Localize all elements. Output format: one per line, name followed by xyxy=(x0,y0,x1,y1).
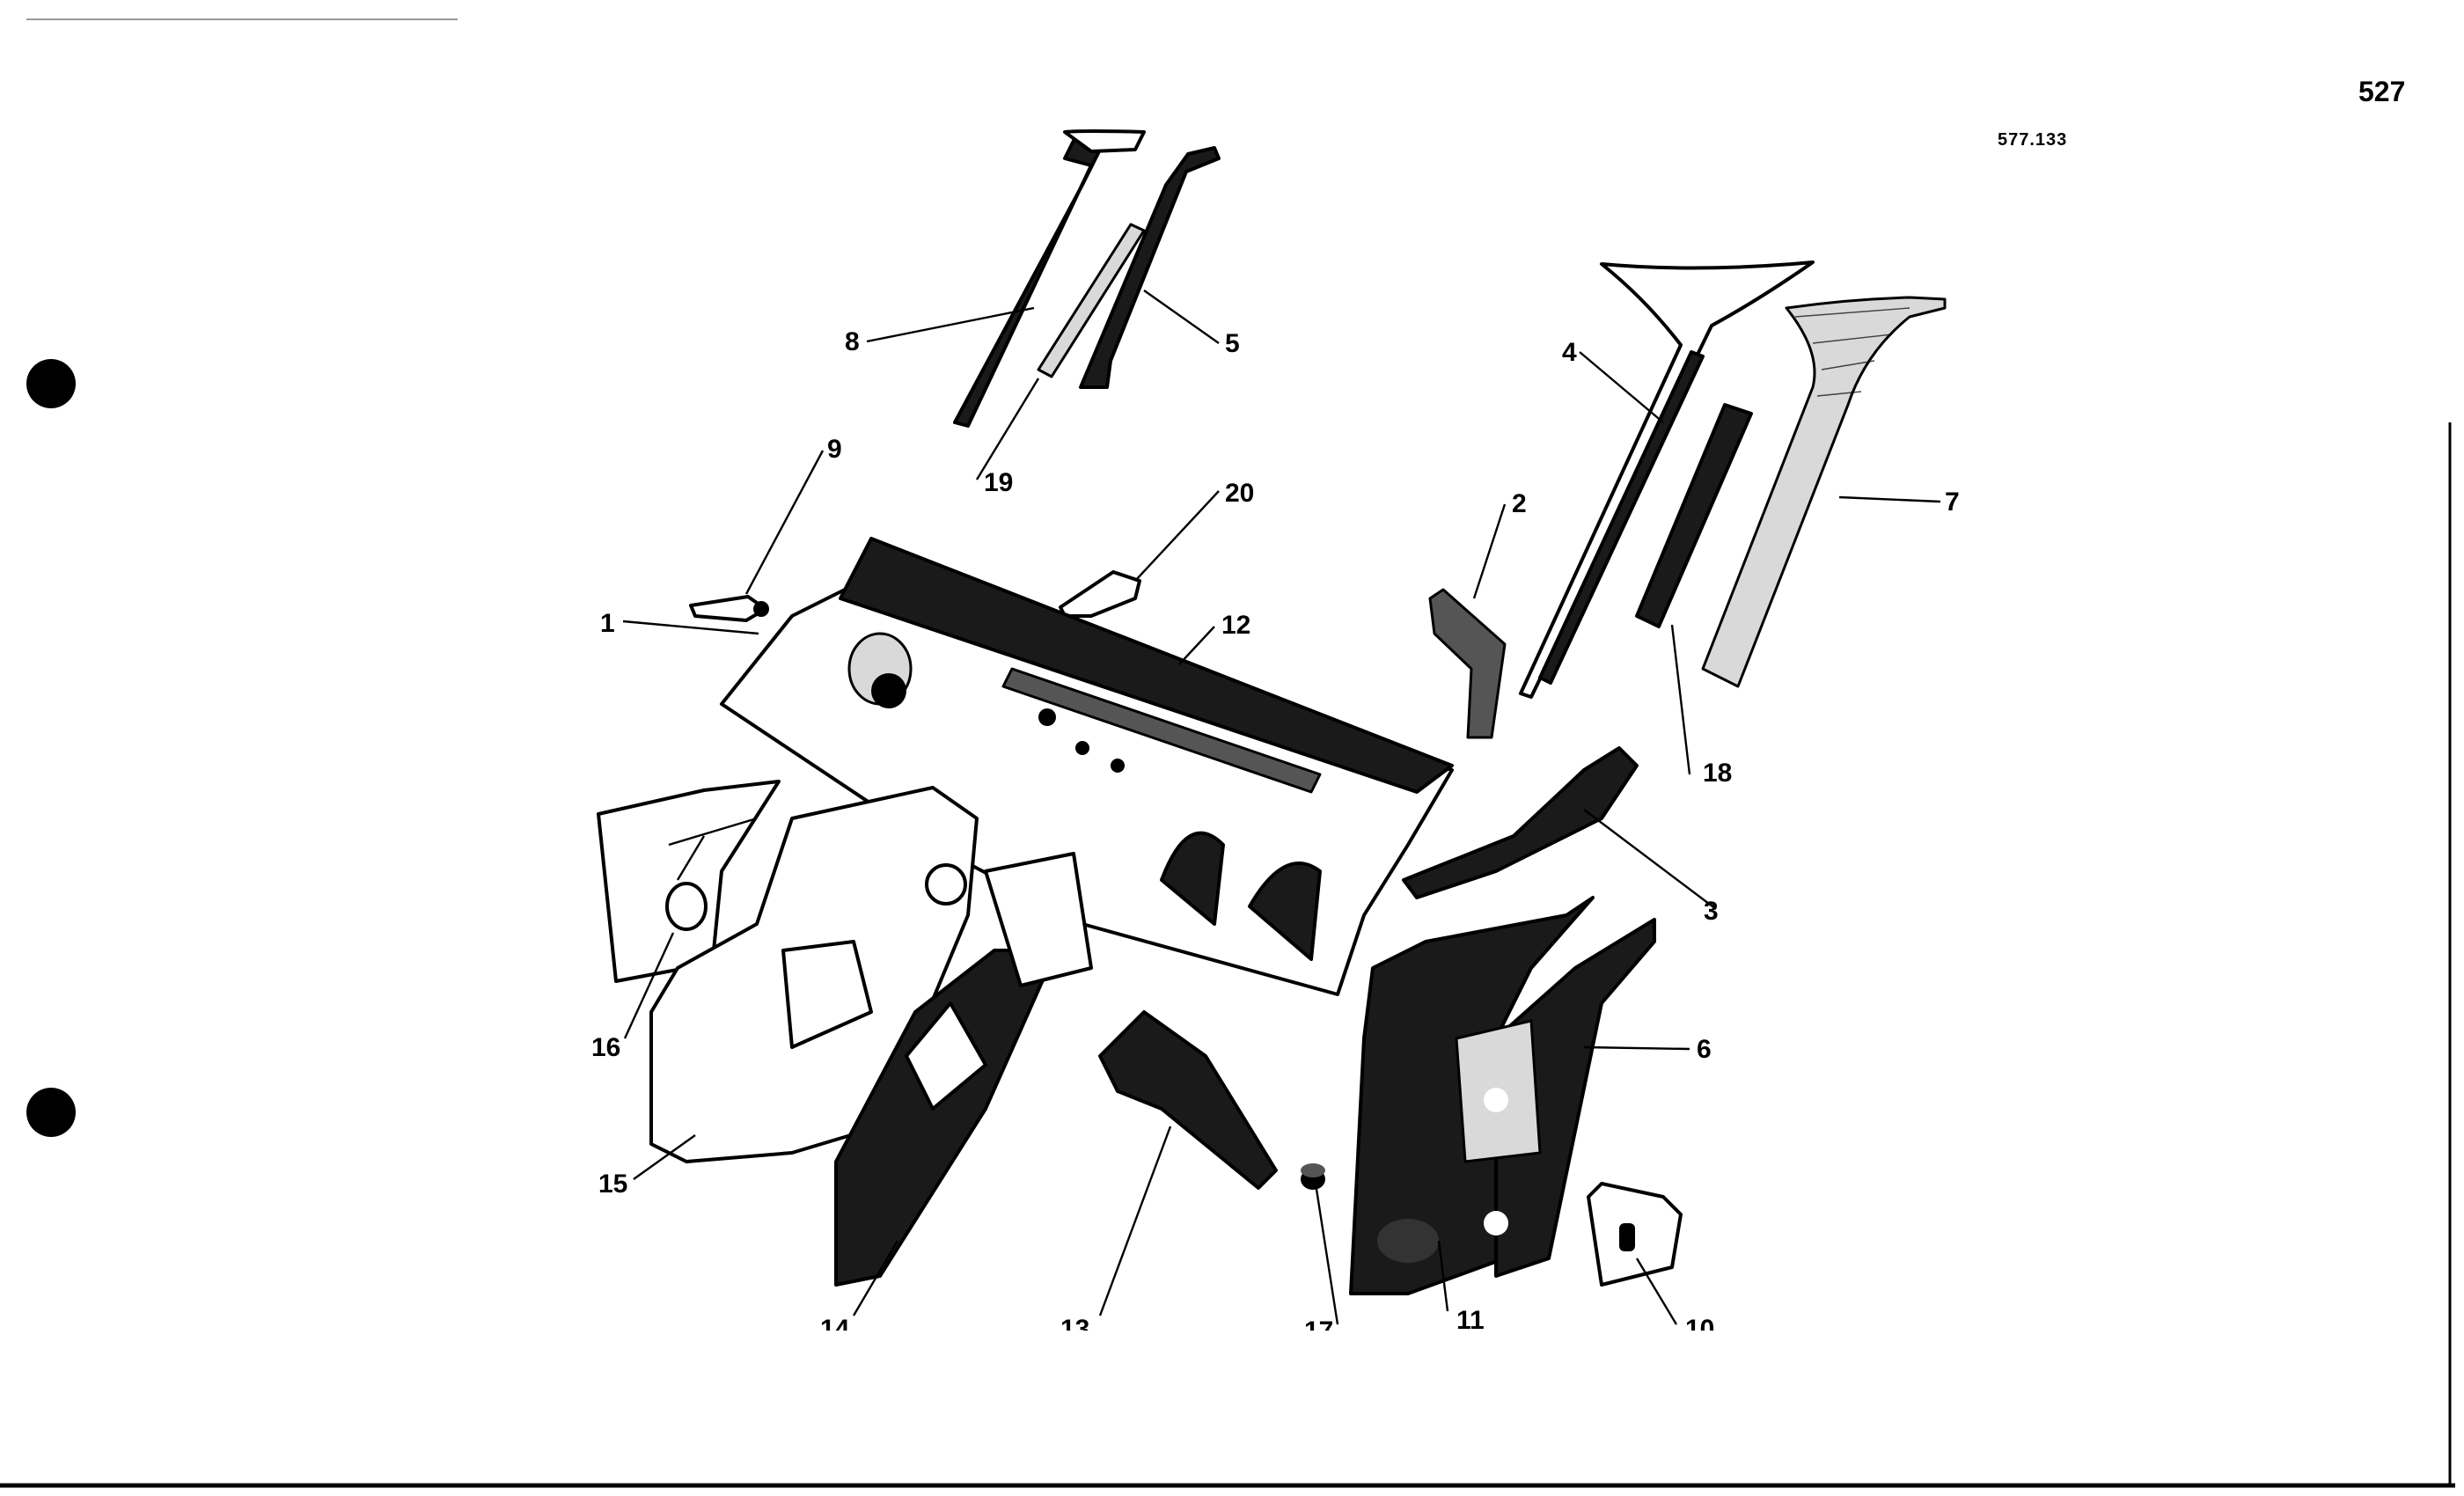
cropped-area xyxy=(781,1331,1714,1480)
callout-16: 16 xyxy=(591,1033,620,1062)
part-10-plate xyxy=(1587,1182,1683,1287)
callout-19: 19 xyxy=(984,468,1013,497)
callout-3: 3 xyxy=(1704,897,1719,926)
callout-7: 7 xyxy=(1945,488,1960,517)
part-7-b-pillar-trim xyxy=(1701,296,1947,688)
leader-lines xyxy=(622,290,1941,1325)
binder-hole-icon xyxy=(26,1088,76,1137)
part-9-bracket xyxy=(689,595,769,622)
callout-4: 4 xyxy=(1562,338,1577,367)
part-5-a-pillar-trim xyxy=(1079,146,1221,389)
part-6-hinge-pillar-panel xyxy=(1349,896,1656,1295)
callout-6: 6 xyxy=(1697,1035,1712,1064)
part-20-bracket xyxy=(1059,570,1141,618)
callout-15: 15 xyxy=(598,1170,627,1199)
callout-1: 1 xyxy=(600,609,615,638)
part-4-b-pillar xyxy=(1519,260,1815,699)
part-13-bracket xyxy=(1098,1010,1278,1190)
part-17-grommet xyxy=(1301,1163,1325,1190)
page-number: 527 xyxy=(2358,76,2406,107)
callout-5: 5 xyxy=(1225,329,1240,358)
illustration-reference-code: 577.133 xyxy=(1998,130,2068,150)
part-19-pillar-seal xyxy=(1037,223,1146,378)
binder-hole-icon xyxy=(26,359,76,408)
callout-8: 8 xyxy=(845,327,860,356)
part-1-dashboard-panel xyxy=(720,537,1454,996)
callout-12: 12 xyxy=(1221,611,1250,640)
callout-18: 18 xyxy=(1703,759,1732,788)
callout-2: 2 xyxy=(1512,489,1527,518)
part-8-a-pillar-trim xyxy=(953,129,1146,428)
part-16-panel xyxy=(597,780,781,983)
part-3-sill-bracket xyxy=(1402,746,1639,899)
part-2-bracket xyxy=(1428,588,1507,739)
callout-20: 20 xyxy=(1225,479,1254,508)
callout-11: 11 xyxy=(1456,1306,1485,1335)
callout-9: 9 xyxy=(827,435,842,464)
part-14-side-panel xyxy=(834,852,1093,1287)
part-18-b-pillar-seal xyxy=(1635,403,1753,628)
